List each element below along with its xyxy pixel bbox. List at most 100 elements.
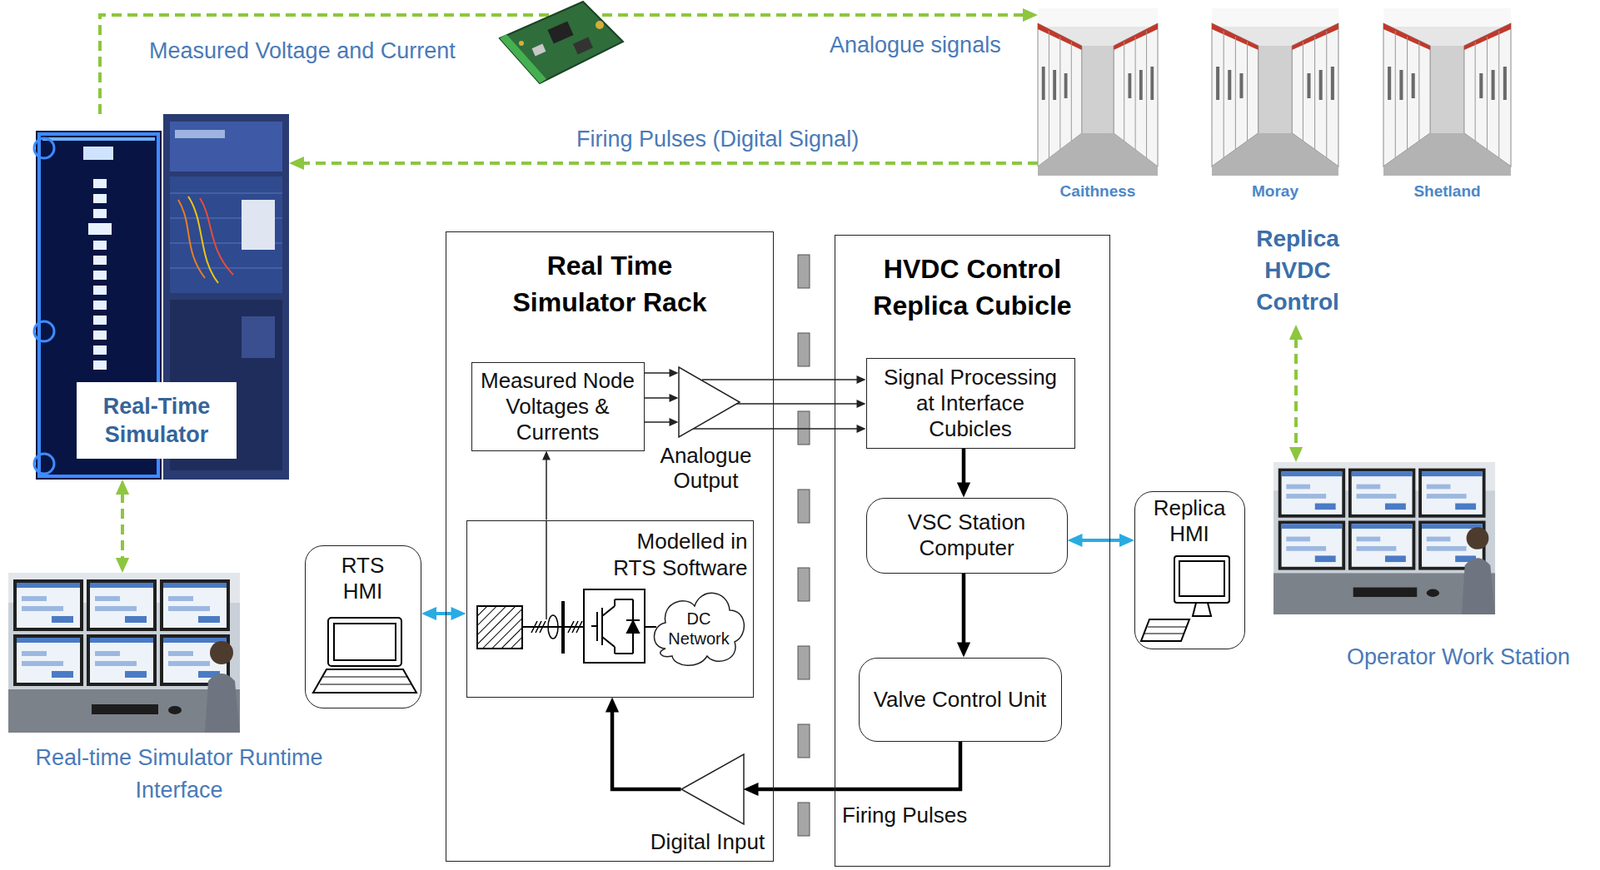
simulator-photo-part-part — [93, 360, 107, 370]
simulator-photo-part-part — [93, 240, 107, 250]
node-text: Real-time Simulator Runtime Interface — [8, 742, 350, 808]
node-text: Measured Node Voltages & Currents — [476, 368, 640, 446]
simulator-photo-part — [34, 138, 55, 474]
simulator-cabinet: Real-Time Simulator — [35, 114, 290, 480]
amplifier-outline — [681, 754, 744, 825]
converter-model-part — [596, 612, 599, 642]
simulator-photo-part-part — [93, 300, 107, 310]
connector-line — [757, 742, 962, 791]
control-room-photo-part — [1383, 8, 1511, 176]
node-text: Moray — [1211, 180, 1339, 203]
converter-model-part — [614, 652, 634, 655]
connector-line — [434, 612, 454, 616]
amplifier-node: Digital Input — [645, 752, 771, 858]
laptop-icon-part — [333, 623, 396, 661]
node-text: Valve Control Unit — [864, 687, 1057, 713]
converter-model-part — [591, 625, 598, 628]
process-box: Measured Node Voltages & Currents — [471, 362, 645, 452]
arrow-head — [605, 697, 619, 713]
simulator-photo-part — [241, 316, 275, 359]
converter-model-part — [614, 598, 634, 601]
monitor-icon-part — [1147, 627, 1187, 629]
model-box: Modelled in RTS SoftwareDC Network — [466, 520, 754, 698]
connector — [957, 448, 971, 499]
interface-card-part — [595, 20, 604, 30]
arrow-head — [451, 607, 467, 621]
simulator-photo-part-part — [93, 270, 107, 280]
node-text: Digital Input — [645, 829, 771, 855]
connector — [115, 479, 130, 574]
monitor-icon-part — [1174, 556, 1230, 604]
connector-line — [961, 573, 967, 645]
converter-model-part — [626, 619, 640, 622]
arrow-head — [1289, 447, 1303, 463]
arrow-head — [115, 558, 130, 574]
interface-card — [499, 1, 624, 84]
simulator-photo — [34, 114, 290, 480]
arrow-head — [957, 642, 971, 658]
simulator-photo-part-part — [93, 285, 107, 295]
simulator-photo-part — [88, 179, 112, 370]
arrow-head — [289, 156, 305, 170]
converter-model-part — [545, 521, 548, 620]
connector — [421, 607, 467, 621]
laptop-icon — [313, 618, 417, 693]
simulator-photo-part-part — [169, 193, 283, 195]
cubicle-frame: Real Time Simulator RackMeasured Node Vo… — [445, 231, 774, 863]
simulator-photo-part-part — [93, 209, 107, 219]
arrow-head — [857, 375, 867, 384]
node-text: Caithness — [1037, 180, 1158, 203]
node-text: Shetland — [1383, 180, 1511, 203]
simulator-photo-part — [169, 176, 283, 294]
converter-model-part — [561, 601, 565, 654]
edge-label: Firing Pulses — [839, 802, 970, 829]
separator-bar-part — [797, 568, 810, 602]
connector-line — [734, 403, 858, 405]
simulator-photo-part — [174, 129, 225, 139]
converter-model-part — [644, 626, 657, 629]
simulator-photo-part-part — [93, 330, 107, 340]
rounded-process-box: VSC Station Computer — [866, 498, 1068, 574]
connector-line — [692, 428, 859, 430]
connector-line — [644, 421, 672, 424]
arrow-head — [421, 607, 437, 621]
converter-model — [477, 521, 657, 663]
amplifier-triangle — [645, 752, 771, 827]
monitor-icon-part — [1141, 619, 1190, 642]
connector-line — [302, 161, 1038, 165]
connector — [605, 697, 682, 791]
interface-card-part — [532, 44, 547, 57]
simulator-photo-part-part — [34, 453, 55, 474]
signal-label: Analogue signals — [829, 31, 1002, 59]
simulator-photo-part-part — [93, 255, 107, 265]
simulator-photo-part — [169, 193, 283, 269]
converter-model-part — [531, 621, 583, 634]
interface-card-part — [573, 37, 594, 55]
workstation-photo-part — [8, 573, 240, 733]
arrow-head — [1067, 533, 1083, 548]
connector-line — [1294, 338, 1298, 449]
amplifier-triangle — [652, 366, 761, 440]
arrow-head — [669, 393, 679, 403]
separator-bar-part — [797, 254, 810, 289]
connector — [743, 742, 962, 798]
amplifier-outline — [678, 367, 740, 438]
separator-bar-part — [797, 489, 810, 524]
simulator-photo-part-part — [93, 345, 107, 355]
control-room: Caithness — [1037, 8, 1158, 209]
laptop-icon-part — [328, 618, 402, 667]
arrow-head — [1022, 8, 1038, 22]
converter-model-part — [602, 637, 615, 648]
node-text: Analogue Output — [652, 443, 761, 494]
simulator-photo-part-part — [34, 138, 55, 159]
converter-model-part — [583, 589, 645, 663]
arrow-head — [542, 451, 551, 461]
cubicle-frame: HVDC Control Replica CubicleSignal Proce… — [834, 234, 1111, 868]
interface-card-part — [547, 20, 574, 44]
workstation-photo-part — [1273, 462, 1496, 615]
simulator-photo-part — [199, 198, 234, 275]
simulator-photo-part-part — [34, 321, 55, 342]
node-text: Real Time Simulator Rack — [497, 247, 723, 321]
network-cloud: DC Network — [648, 575, 749, 673]
